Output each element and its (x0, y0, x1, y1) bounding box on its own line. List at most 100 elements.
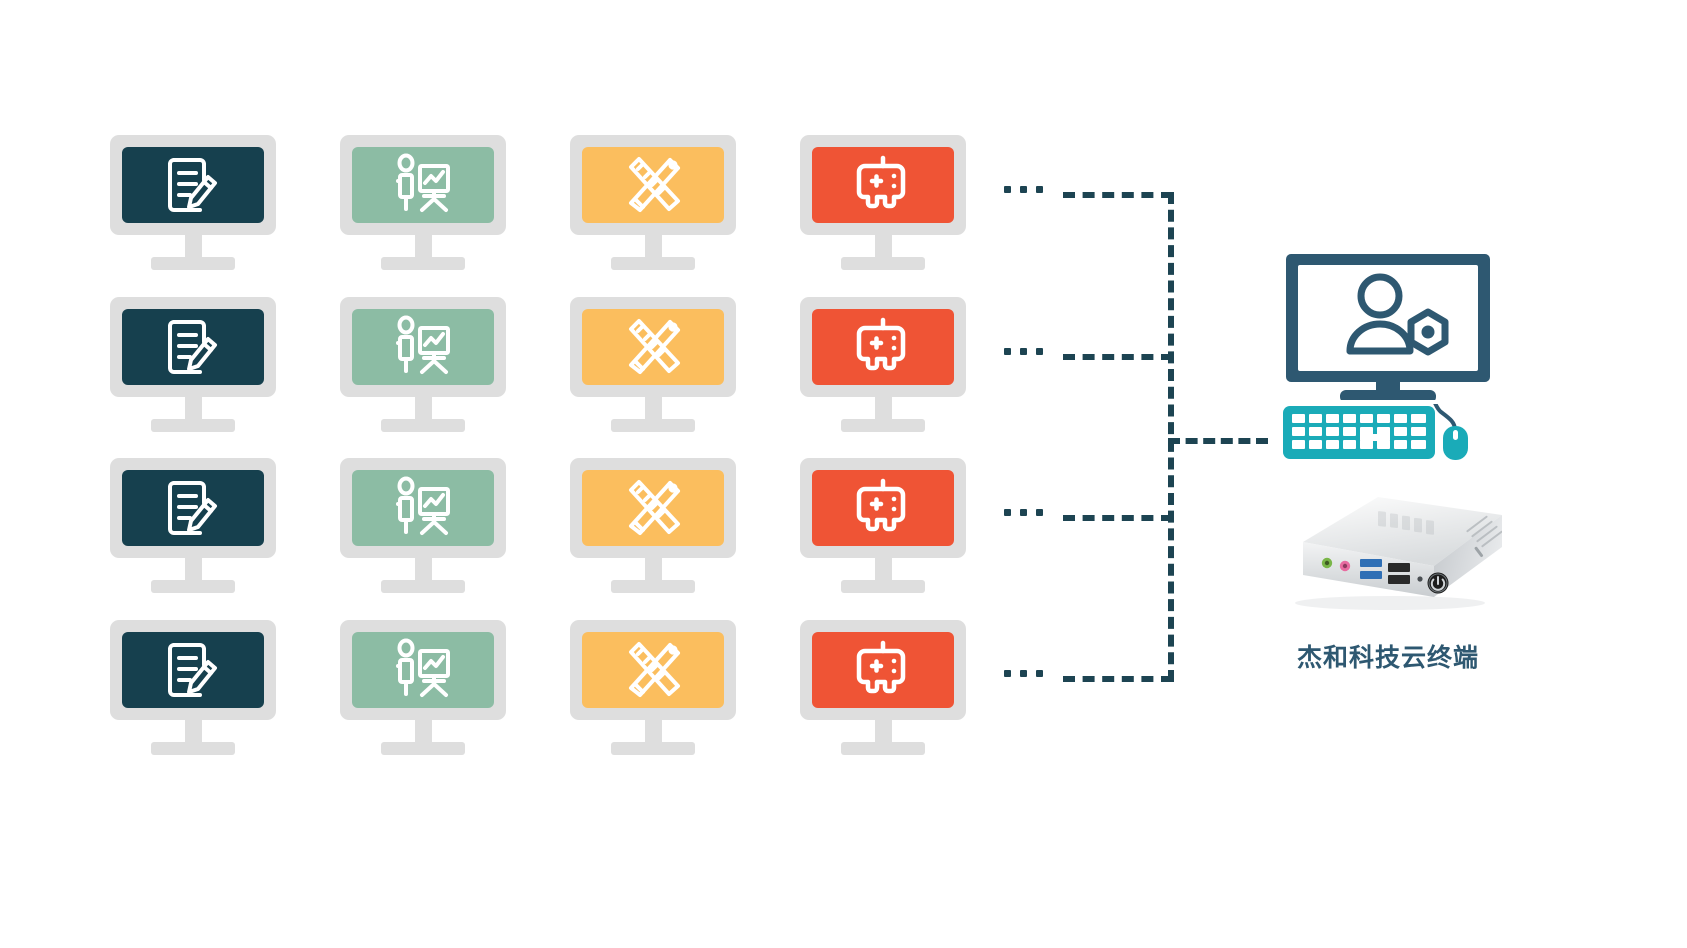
usb3-port-2 (1360, 571, 1382, 579)
monitor-neck (644, 720, 662, 742)
monitor-neck (414, 558, 432, 580)
client-monitor-design-r3[interactable] (570, 458, 736, 593)
vertical-bus-line (1168, 192, 1174, 682)
monitor-base (381, 419, 465, 432)
branch-line-row-1 (1063, 192, 1173, 198)
monitor-screen-design (582, 147, 724, 223)
client-monitor-presentation-r2[interactable] (340, 297, 506, 432)
usb2-port-1 (1388, 563, 1410, 572)
ellipsis-row-3 (1004, 509, 1043, 516)
monitor-base (841, 580, 925, 593)
branch-line-row-3 (1063, 515, 1173, 521)
client-monitor-gaming-r4[interactable] (800, 620, 966, 755)
monitor-neck (414, 397, 432, 419)
monitor-neck (414, 720, 432, 742)
monitor-base (611, 580, 695, 593)
client-monitor-document-r1[interactable] (110, 135, 276, 270)
monitor-base (151, 257, 235, 270)
client-monitor-presentation-r3[interactable] (340, 458, 506, 593)
monitor-bezel (110, 297, 276, 397)
keyboard-mouse-group[interactable] (1283, 384, 1483, 460)
game-controller-icon (856, 478, 906, 532)
monitor-base (381, 580, 465, 593)
monitor-screen-document (122, 632, 264, 708)
client-monitor-presentation-r4[interactable] (340, 620, 506, 755)
admin-monitor-icon (1286, 254, 1490, 403)
monitor-bezel (570, 297, 736, 397)
monitor-bezel (800, 620, 966, 720)
monitor-screen-document (122, 309, 264, 385)
game-controller-icon (856, 640, 906, 694)
monitor-base (841, 419, 925, 432)
monitor-base (841, 257, 925, 270)
ruler-pencil-icon (629, 480, 680, 535)
mini-pc-device[interactable] (1270, 487, 1503, 612)
monitor-base (611, 257, 695, 270)
monitor-screen-presentation (352, 309, 494, 385)
usb3-port-1 (1360, 559, 1382, 567)
document-edit-icon (168, 320, 217, 374)
monitor-base (381, 742, 465, 755)
monitor-screen-gaming (812, 632, 954, 708)
monitor-base (841, 742, 925, 755)
mouse-icon (1443, 426, 1468, 460)
client-monitor-gaming-r1[interactable] (800, 135, 966, 270)
monitor-neck (644, 558, 662, 580)
game-controller-icon (856, 317, 906, 371)
client-monitor-gaming-r3[interactable] (800, 458, 966, 593)
client-monitor-gaming-r2[interactable] (800, 297, 966, 432)
monitor-bezel (570, 458, 736, 558)
client-monitor-document-r3[interactable] (110, 458, 276, 593)
power-button (1427, 572, 1449, 594)
ruler-pencil-icon (629, 642, 680, 697)
monitor-base (611, 419, 695, 432)
monitor-bezel (570, 135, 736, 235)
client-monitor-design-r4[interactable] (570, 620, 736, 755)
presentation-icon (396, 315, 450, 374)
monitor-neck (184, 720, 202, 742)
monitor-neck (184, 235, 202, 257)
document-edit-icon (168, 643, 217, 697)
game-controller-icon (856, 155, 906, 209)
ellipsis-row-4 (1004, 670, 1043, 677)
monitor-screen-gaming (812, 147, 954, 223)
monitor-bezel (340, 458, 506, 558)
presentation-icon (396, 476, 450, 535)
client-monitor-design-r2[interactable] (570, 297, 736, 432)
monitor-neck (184, 397, 202, 419)
monitor-base (151, 742, 235, 755)
monitor-screen-design (582, 470, 724, 546)
presentation-icon (396, 153, 450, 212)
usb2-port-2 (1388, 575, 1410, 584)
monitor-bezel (110, 620, 276, 720)
monitor-base (381, 257, 465, 270)
monitor-neck (644, 397, 662, 419)
terminal-label: 杰和科技云终端 (1296, 644, 1479, 672)
client-monitor-document-r2[interactable] (110, 297, 276, 432)
presentation-icon (396, 638, 450, 697)
monitor-base (611, 742, 695, 755)
monitor-base (151, 580, 235, 593)
ellipsis-row-2 (1004, 348, 1043, 355)
monitor-screen-presentation (352, 470, 494, 546)
monitor-neck (414, 235, 432, 257)
cloud-terminal-group (1268, 250, 1508, 403)
monitor-screen-gaming (812, 470, 954, 546)
monitor-screen-design (582, 632, 724, 708)
monitor-screen-document (122, 147, 264, 223)
monitor-bezel (800, 458, 966, 558)
monitor-screen-design (582, 309, 724, 385)
monitor-bezel (340, 297, 506, 397)
monitor-neck (184, 558, 202, 580)
monitor-neck (874, 720, 892, 742)
client-monitor-document-r4[interactable] (110, 620, 276, 755)
client-monitor-design-r1[interactable] (570, 135, 736, 270)
client-monitor-presentation-r1[interactable] (340, 135, 506, 270)
monitor-screen-presentation (352, 632, 494, 708)
monitor-screen-gaming (812, 309, 954, 385)
branch-line-row-2 (1063, 354, 1173, 360)
monitor-bezel (340, 135, 506, 235)
admin-monitor[interactable] (1268, 250, 1508, 403)
monitor-bezel (110, 458, 276, 558)
